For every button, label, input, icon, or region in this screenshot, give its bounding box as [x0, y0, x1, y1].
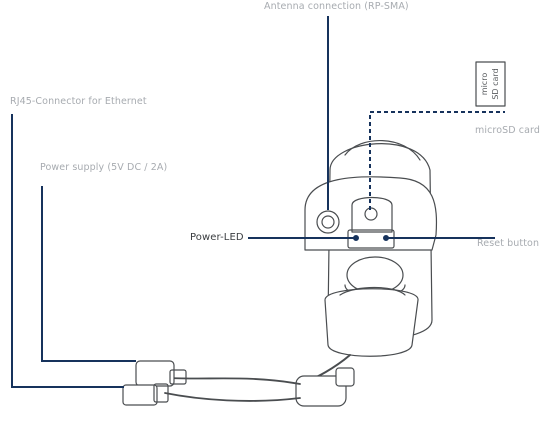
rj45-plug-grip: [153, 383, 169, 403]
antenna-port-inner: [321, 215, 335, 229]
label-antenna: Antenna connection (RP-SMA): [264, 1, 409, 12]
label-rj45: RJ45-Connector for Ethernet: [10, 96, 147, 107]
mount-collar-rim: [339, 286, 406, 296]
leader-power-led-dot: [353, 235, 359, 241]
cable-splitter: [295, 375, 347, 407]
power-plug: [135, 360, 175, 387]
leader-reset-dot: [383, 235, 389, 241]
leader-power-supply: [41, 186, 136, 362]
sd-slot-plate: [351, 196, 393, 233]
leader-microsd: [369, 111, 505, 210]
mount-collar: [324, 288, 419, 357]
sd-icon-line2: SD card: [491, 68, 500, 99]
cable-to-power: [169, 377, 301, 385]
label-reset-button: Reset button: [477, 238, 540, 249]
sd-icon-line1: micro: [480, 73, 489, 96]
cable-grommet: [335, 367, 355, 387]
label-power-supply: Power supply (5V DC / 2A): [40, 162, 168, 173]
camera-body-top: [344, 140, 421, 161]
sd-card-icon: [475, 61, 506, 107]
rj45-plug: [122, 384, 158, 406]
cable-to-rj45: [164, 392, 301, 402]
label-microsd-card: microSD card: [475, 125, 541, 136]
label-power-led: Power-LED: [190, 232, 244, 243]
camera-face-outline: [304, 176, 438, 251]
antenna-port: [316, 210, 340, 234]
leader-rj45: [11, 114, 124, 388]
power-plug-grip: [169, 369, 187, 385]
sd-card-icon-text: micro SD card: [480, 68, 500, 99]
